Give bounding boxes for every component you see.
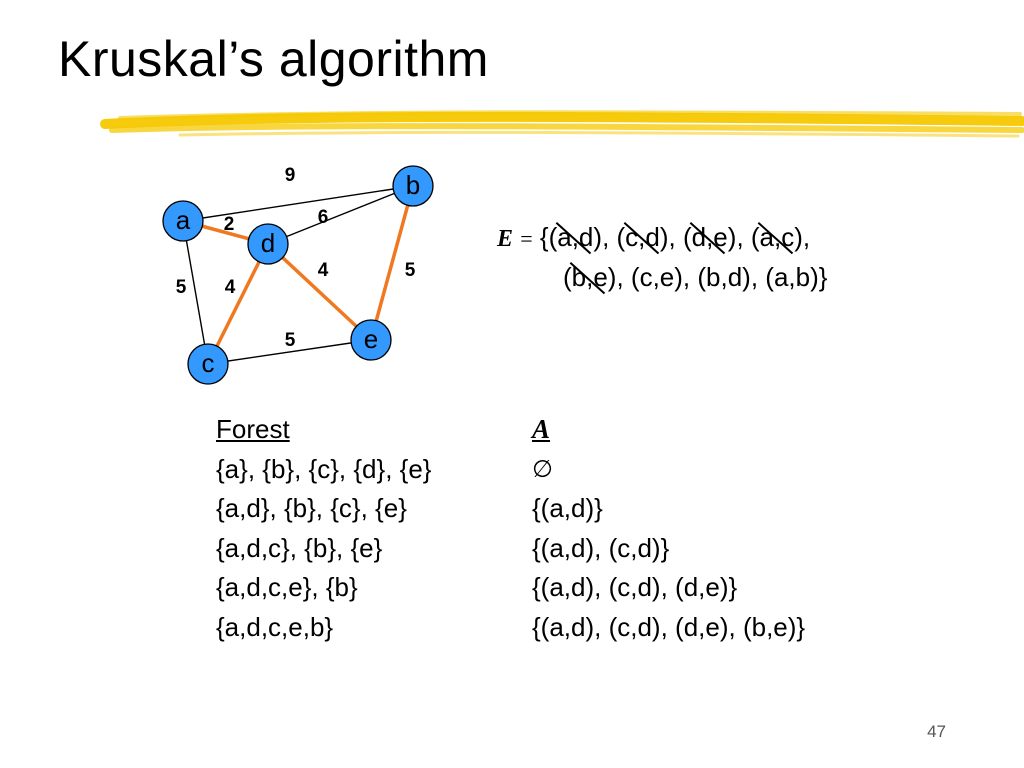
edge-set-expression: E = {(a,d), (c,d), (d,e), (a,c), (b,e), … [497, 218, 827, 296]
graph-nodes: a b c d e [162, 165, 434, 385]
node-circle-a [162, 200, 204, 242]
node-e: e [350, 319, 392, 361]
table-row: {a,d}, {b}, {c}, {e} {(a,d)} [216, 489, 952, 529]
node-label-a: a [176, 205, 191, 235]
edge-set-separator: , [802, 222, 811, 252]
node-label-d: d [261, 228, 275, 258]
edge-set-separator: , [750, 262, 766, 292]
highlight-stroke-segment [109, 123, 1024, 133]
edge-weight-d-b: 6 [318, 207, 329, 228]
edge-weight-b-e: 5 [405, 260, 416, 281]
edge-weight-a-d: 2 [224, 214, 235, 235]
node-d: d [247, 223, 289, 265]
node-label-e: e [364, 324, 378, 354]
graph-edges [182, 185, 415, 365]
edge-set-line-2: (b,e), (c,e), (b,d), (a,b)} [497, 258, 827, 296]
header-a: A [532, 414, 551, 444]
edge-c-e [207, 339, 372, 365]
edge-c-d [206, 243, 270, 365]
node-label-b: b [406, 170, 420, 200]
edge-set-open-brace: { [539, 222, 549, 252]
edge-set-item: (c,e) [630, 262, 683, 292]
edge-set-item: (d,e) [683, 218, 736, 256]
edge-b-e [369, 185, 415, 341]
node-circle-e [350, 319, 392, 361]
forest-cell: {a,d}, {b}, {c}, {e} [216, 493, 407, 523]
forest-table-header: Forest A [216, 410, 952, 450]
slide-title: Kruskal’s algorithm [58, 31, 489, 87]
forest-cell: {a,d,c,e,b} [216, 611, 334, 642]
a-cell: {(a,d), (c,d)} [532, 532, 670, 563]
forest-cell: {a,d,c}, {b}, {e} [216, 532, 383, 563]
edge-d-e [266, 242, 373, 342]
title-highlight-stroke [100, 110, 1024, 138]
edge-weight-a-c: 5 [176, 277, 187, 298]
highlight-stroke-segment [178, 130, 1020, 138]
edge-weight-d-e: 4 [318, 260, 329, 281]
edge-d-b [267, 185, 414, 245]
page-number: 47 [927, 722, 946, 741]
graph-edge-weights: 9 2 6 5 4 4 5 5 [176, 165, 416, 351]
edge-set-symbol: E [497, 226, 514, 252]
a-cell: {(a,d)} [532, 493, 603, 523]
highlight-stroke-segment [100, 111, 1024, 129]
edge-weight-c-e: 5 [285, 330, 296, 351]
node-circle-c [187, 343, 229, 385]
edge-set-close-brace: } [818, 262, 828, 292]
edge-set-item: (a,c) [751, 218, 803, 256]
edge-set-item: (b,e) [563, 258, 616, 296]
edge-a-c [182, 220, 209, 365]
edge-set-separator: , [602, 222, 617, 252]
node-c: c [187, 343, 229, 385]
highlight-stroke-segment [118, 110, 1022, 120]
edge-set-item: (a,d) [549, 218, 602, 256]
edge-weight-a-b: 9 [285, 165, 296, 186]
table-row: {a,d,c,e}, {b} {(a,d), (c,d), (d,e)} [216, 568, 952, 608]
node-circle-b [392, 165, 434, 207]
table-row: {a}, {b}, {c}, {d}, {e} ∅ [216, 450, 952, 490]
forest-cell: {a}, {b}, {c}, {d}, {e} [216, 453, 432, 484]
node-b: b [392, 165, 434, 207]
edge-set-item: (a,b) [765, 262, 819, 292]
edge-set-separator: , [668, 222, 683, 252]
table-row: {a,d,c,e,b} {(a,d), (c,d), (d,e), (b,e)} [216, 608, 952, 648]
weighted-graph: 9 2 6 5 4 4 5 5 a b c d e [162, 165, 434, 385]
edge-set-item: (b,d) [697, 262, 751, 292]
edge-weight-c-d: 4 [225, 277, 236, 298]
edge-set-separator: , [682, 262, 698, 292]
edge-set-line-1: E = {(a,d), (c,d), (d,e), (a,c), [497, 218, 827, 258]
edge-set-item: (c,d) [617, 218, 669, 256]
forest-table: Forest A {a}, {b}, {c}, {d}, {e} ∅ {a,d}… [216, 410, 952, 647]
forest-cell: {a,d,c,e}, {b} [216, 572, 358, 602]
a-cell: {(a,d), (c,d), (d,e)} [532, 572, 738, 602]
table-row: {a,d,c}, {b}, {e} {(a,d), (c,d)} [216, 529, 952, 569]
header-forest: Forest [216, 414, 290, 444]
edge-set-equals: = [520, 226, 533, 251]
edge-set-separator: , [616, 262, 631, 292]
a-cell: {(a,d), (c,d), (d,e), (b,e)} [532, 611, 806, 642]
edge-a-b [182, 185, 414, 222]
node-label-c: c [202, 348, 215, 378]
node-circle-d [247, 223, 289, 265]
edge-set-separator: , [736, 222, 751, 252]
a-cell: ∅ [532, 454, 553, 483]
node-a: a [162, 200, 204, 242]
